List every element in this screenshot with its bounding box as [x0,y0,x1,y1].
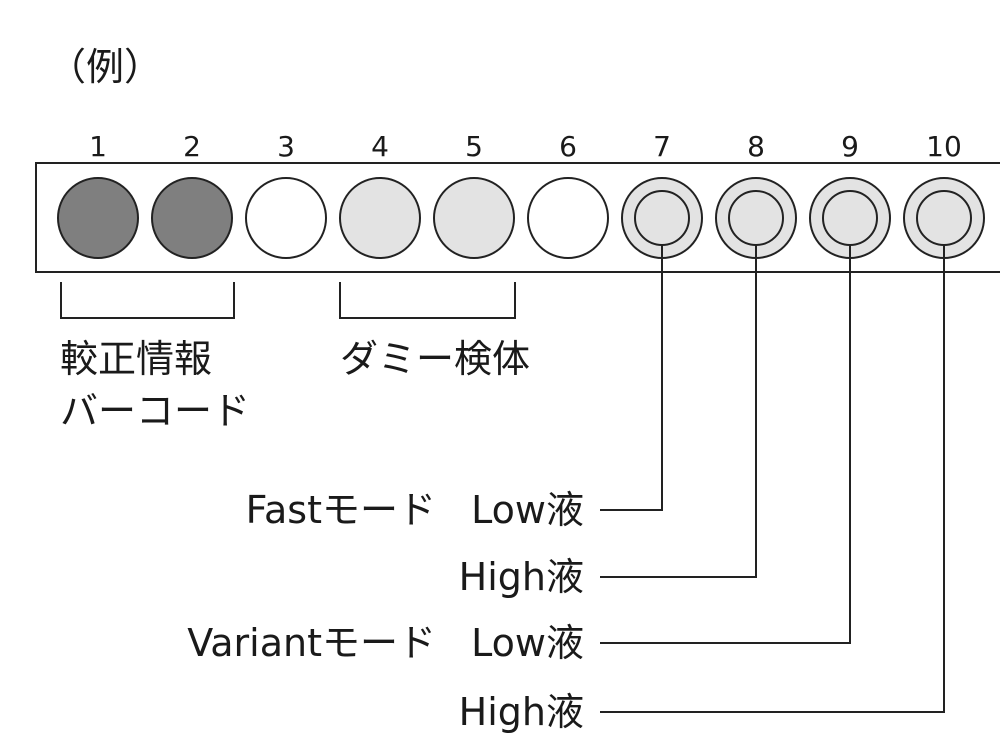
well-4 [339,177,421,259]
calibration-label-line1: 較正情報 [60,337,212,381]
mode-label-1: Fastモード [246,488,436,532]
example-label: （例） [48,45,162,89]
position-number-3: 3 [277,130,295,163]
position-number-7: 7 [653,130,671,163]
well-6 [527,177,609,259]
mode-label-3: Variantモード [187,621,436,665]
mode-labels: Low液 Fastモード High液 Low液 Variantモード High液 [187,488,584,734]
level-label-2: High液 [459,555,584,599]
leader-line-10 [600,245,945,713]
level-label-1: Low液 [471,488,584,532]
rack-outline [35,162,1000,273]
dummy-label: ダミー検体 [340,337,530,381]
position-number-8: 8 [747,130,765,163]
control-leader-lines [600,245,945,713]
calibration-label-line2: バーコード [60,389,250,433]
leader-line-9 [600,245,851,644]
level-label-4: High液 [459,690,584,734]
level-label-3: Low液 [471,621,584,665]
well-1 [57,177,139,259]
well-3 [245,177,327,259]
position-number-9: 9 [841,130,859,163]
leader-line-7 [600,245,663,511]
position-number-1: 1 [89,130,107,163]
position-number-5: 5 [465,130,483,163]
leader-line-8 [600,245,757,578]
well-5 [433,177,515,259]
dummy-bracket [339,282,516,319]
well-2 [151,177,233,259]
position-number-4: 4 [371,130,389,163]
position-number-10: 10 [926,130,962,163]
position-number-6: 6 [559,130,577,163]
rack-wells [57,177,985,259]
position-number-2: 2 [183,130,201,163]
position-numbers: 1 2 3 4 5 6 7 8 9 10 [89,130,962,163]
calibration-bracket [60,282,235,319]
